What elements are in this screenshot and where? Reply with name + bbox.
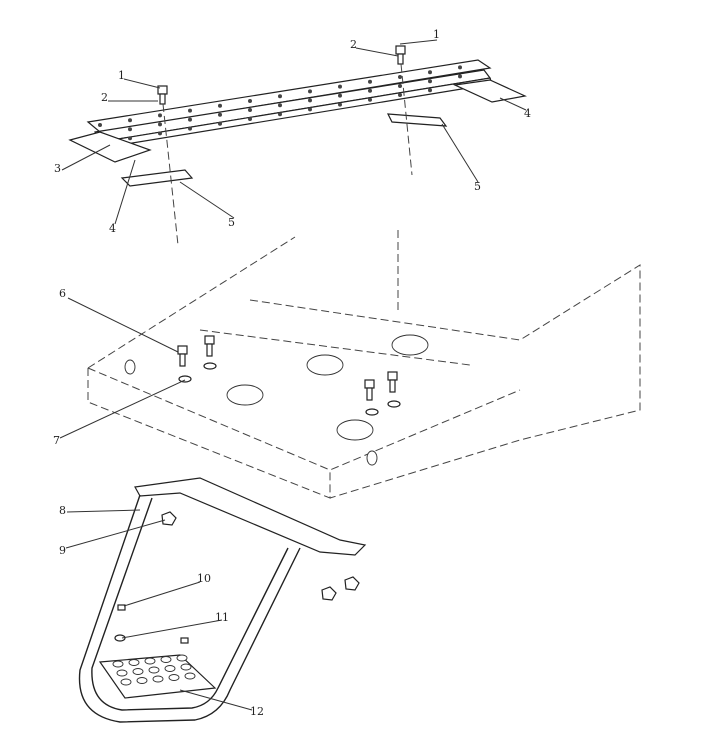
bracket-right	[452, 79, 527, 103]
callout-10: 10	[197, 572, 211, 585]
rail-hole	[428, 88, 432, 93]
callout-4: 4	[524, 107, 531, 120]
callout-1: 1	[433, 28, 440, 41]
rail-hole	[128, 127, 132, 132]
step-hole	[116, 669, 128, 677]
step-hole	[184, 672, 196, 680]
step-hole	[160, 656, 172, 663]
rail-hole	[398, 84, 402, 88]
rail-hole	[278, 94, 282, 99]
nuts	[114, 511, 360, 644]
step-hole	[164, 665, 176, 672]
step-hole	[148, 666, 160, 674]
rail-hole	[398, 93, 402, 97]
rail-hole	[158, 122, 162, 127]
rail-hole	[248, 108, 252, 112]
step-hole	[180, 663, 192, 671]
rail-hole	[338, 84, 342, 89]
rail-hole	[128, 136, 132, 141]
callout-3: 3	[54, 162, 61, 175]
step-hanger	[78, 477, 367, 723]
bolt-right	[395, 45, 406, 65]
frame-platform	[87, 230, 641, 499]
clip-right	[386, 113, 448, 127]
rail-hole	[308, 98, 312, 103]
rail-hole	[398, 75, 402, 79]
bracket-left	[68, 131, 152, 163]
callout-4: 4	[109, 222, 116, 235]
step-hole	[128, 659, 140, 666]
step-hole	[132, 668, 144, 675]
rail-hole	[218, 103, 222, 108]
callout-5: 5	[474, 180, 481, 193]
step-hole	[176, 654, 188, 662]
rail-hole	[338, 93, 342, 98]
rail-hole	[308, 107, 312, 112]
rail-hole	[278, 112, 282, 117]
callout-9: 9	[59, 544, 66, 557]
rail-hole	[368, 97, 372, 102]
rail-hole	[218, 112, 222, 117]
frame-bolts	[177, 335, 401, 416]
step-hole	[144, 657, 156, 665]
bolt-left	[157, 85, 168, 105]
rail-hole	[188, 108, 192, 113]
rail-hole	[158, 131, 162, 136]
rail-hole	[428, 79, 432, 84]
rail-hole	[158, 113, 162, 118]
rail-hole	[308, 89, 312, 94]
callout-2: 2	[350, 38, 357, 51]
step-hole	[152, 675, 164, 683]
rail-hole	[188, 117, 192, 122]
step-hole	[112, 660, 124, 668]
callout-12: 12	[250, 705, 264, 718]
rail-hole	[368, 79, 372, 84]
rail-hole	[188, 126, 192, 131]
step-hole	[168, 674, 180, 681]
callout-6: 6	[59, 287, 66, 300]
step-rail	[86, 59, 493, 149]
callout-5: 5	[228, 216, 235, 229]
rail-hole	[218, 121, 222, 126]
rail-hole	[98, 123, 102, 127]
rail-hole	[248, 99, 252, 103]
rail-hole	[128, 118, 132, 123]
leader-lines	[59, 39, 527, 711]
callout-2: 2	[101, 91, 108, 104]
rail-hole	[428, 70, 432, 75]
callout-7: 7	[53, 434, 60, 447]
rail-hole	[278, 103, 282, 108]
step-hole	[136, 677, 148, 684]
rail-hole	[248, 117, 252, 121]
rail-hole	[458, 74, 462, 79]
callout-8: 8	[59, 504, 66, 517]
rail-hole	[368, 88, 372, 93]
callout-11: 11	[215, 611, 229, 624]
rail-hole	[338, 102, 342, 107]
rail-hole	[458, 65, 462, 70]
callout-1: 1	[118, 69, 125, 82]
step-hole	[120, 678, 132, 686]
